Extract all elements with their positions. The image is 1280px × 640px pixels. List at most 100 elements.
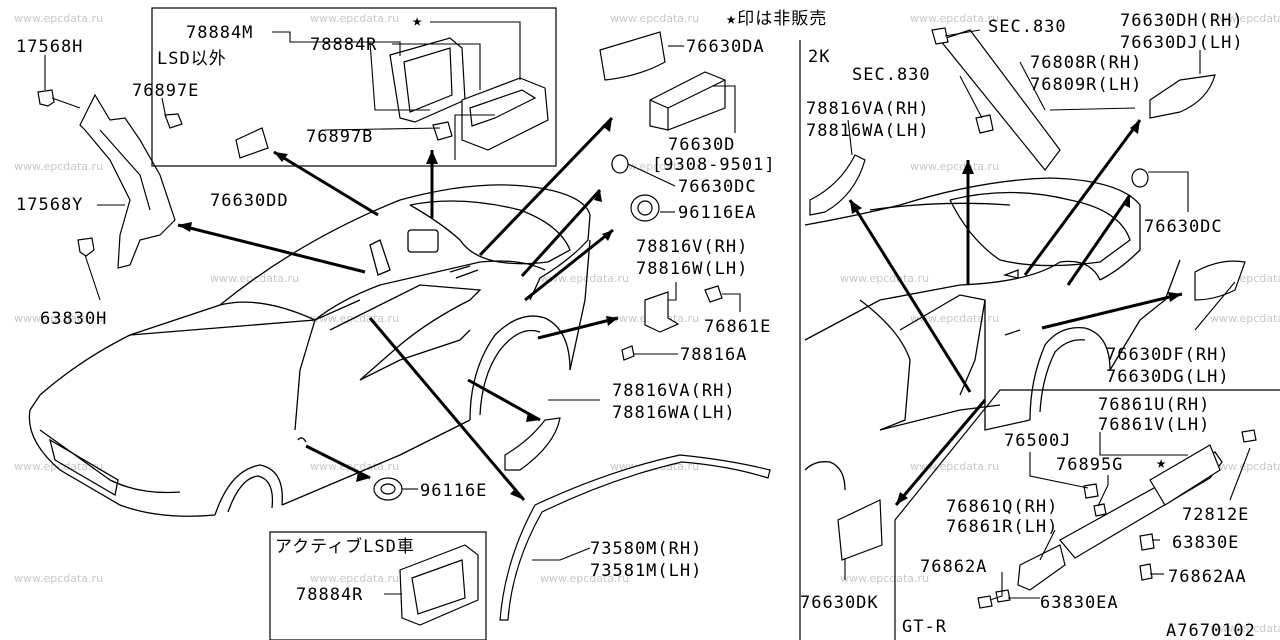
label-17568Y: 17568Y [16, 195, 83, 215]
not-for-sale-star: ★ [412, 11, 423, 31]
bracket-78816V [644, 291, 680, 333]
sill-76861Q [1017, 544, 1066, 591]
left-car-body [28, 184, 591, 517]
label-63830H: 63830H [40, 309, 107, 329]
grommet-96116E [373, 477, 403, 501]
bolt-SEC830-mid [975, 114, 994, 134]
svg-text:www.epcdata.ru: www.epcdata.ru [910, 312, 999, 325]
screw-76862A [977, 595, 993, 609]
pad-76630DD [235, 127, 269, 159]
label-sec830-mid: SEC.830 [852, 65, 931, 85]
not-for-sale-star-gtr: ★ [1156, 453, 1167, 473]
label-76862AA: 76862AA [1168, 567, 1247, 587]
svg-text:www.epcdata.ru: www.epcdata.ru [14, 312, 103, 325]
label-78816W: 78816W(LH) [636, 259, 748, 279]
label-76630DJ: 76630DJ(LH) [1120, 33, 1244, 53]
label-76500J: 76500J [1004, 431, 1071, 451]
right-arrows [848, 119, 1183, 506]
legend-note: ★印は非販売 [726, 9, 827, 29]
label-78816WA-right: 78816WA(LH) [806, 121, 930, 141]
svg-text:www.epcdata.ru: www.epcdata.ru [1210, 460, 1280, 473]
clip-63830E [1139, 533, 1155, 551]
label-76809R: 76809R(LH) [1030, 75, 1142, 95]
label-76630DK: 76630DK [800, 593, 879, 613]
svg-text:www.epcdata.ru: www.epcdata.ru [610, 12, 699, 25]
trim-78816VA-right [809, 154, 866, 216]
screw-78816A [621, 345, 635, 361]
svg-text:www.epcdata.ru: www.epcdata.ru [310, 460, 399, 473]
label-78884R: 78884R [310, 35, 377, 55]
right-car-body [804, 177, 1181, 491]
right-arrowheads [850, 120, 1182, 505]
label-76861U: 76861U(RH) [1098, 395, 1210, 415]
svg-text:www.epcdata.ru: www.epcdata.ru [910, 160, 999, 173]
svg-text:www.epcdata.ru: www.epcdata.ru [14, 572, 103, 585]
clip-63830H [77, 237, 95, 257]
svg-text:www.epcdata.ru: www.epcdata.ru [910, 12, 999, 25]
label-73580M: 73580M(RH) [590, 539, 702, 559]
label-76630D-date: [9308-9501] [652, 155, 776, 175]
active-lsd-box-title: アクティブLSD車 [275, 536, 415, 557]
screw-76862AA [1139, 563, 1153, 581]
label-78816WA-left: 78816WA(LH) [612, 403, 736, 423]
clip-76861E [704, 285, 723, 303]
pad-76630DH [1149, 74, 1216, 119]
svg-text:www.epcdata.ru: www.epcdata.ru [1210, 12, 1280, 25]
label-78884M: 78884M [186, 23, 253, 43]
label-73581M: 73581M(LH) [590, 561, 702, 581]
clip-17568H [37, 89, 55, 107]
svg-text:www.epcdata.ru: www.epcdata.ru [310, 12, 399, 25]
lsd-box [151, 7, 557, 167]
label-76630DA: 76630DA [686, 37, 765, 57]
strip-76808R [938, 29, 1061, 171]
svg-text:www.epcdata.ru: www.epcdata.ru [310, 572, 399, 585]
gtr-title: GT-R [902, 617, 947, 637]
plug-76630DC-left [611, 154, 629, 174]
svg-text:www.epcdata.ru: www.epcdata.ru [540, 272, 629, 285]
label-sec830-top: SEC.830 [988, 17, 1067, 37]
active-lsd-box [269, 531, 487, 640]
pad-76630DK [837, 499, 883, 561]
svg-text:www.epcdata.ru: www.epcdata.ru [840, 272, 929, 285]
lsd-box-title: LSD以外 [157, 49, 227, 69]
sill-76861U [1059, 444, 1223, 559]
label-76861Q: 76861Q(RH) [946, 497, 1058, 517]
cover-78884R [461, 77, 549, 151]
label-76861E: 76861E [704, 317, 771, 337]
label-78816VA-left: 78816VA(RH) [612, 381, 736, 401]
label-76630DG: 76630DG(LH) [1106, 367, 1230, 387]
label-17568H: 17568H [16, 37, 83, 57]
trim-78816VA-left [504, 417, 561, 471]
gtr-box [894, 389, 1280, 640]
label-96116EA: 96116EA [678, 203, 757, 223]
pad-76630DA [599, 31, 666, 81]
clip-72812E [1241, 429, 1257, 443]
clip-76500J [1083, 483, 1099, 499]
svg-text:www.epcdata.ru: www.epcdata.ru [840, 572, 929, 585]
diagram-code: A7670102 [1166, 621, 1256, 640]
cover-78884M [389, 37, 466, 123]
pad-76630DF [1194, 260, 1246, 301]
label-76630DD: 76630DD [210, 191, 289, 211]
label-76861R: 76861R(LH) [946, 517, 1058, 537]
label-63830E: 63830E [1172, 533, 1239, 553]
bracket-17568Y [79, 93, 176, 269]
right-leader-lines [844, 29, 1251, 601]
label-78816VA-right: 78816VA(RH) [806, 99, 930, 119]
bolt-SEC830-top [931, 27, 949, 45]
label-63830EA: 63830EA [1040, 593, 1119, 613]
plug-76630DC-right [1131, 168, 1149, 188]
cover-78884R-active [399, 544, 479, 626]
section-title-2k: 2K [808, 47, 830, 67]
label-76895G: 76895G [1056, 455, 1123, 475]
screw-76897B [432, 121, 453, 141]
label-78816A: 78816A [680, 345, 747, 365]
svg-text:www.epcdata.ru: www.epcdata.ru [1210, 622, 1280, 635]
svg-text:www.epcdata.ru: www.epcdata.ru [610, 160, 699, 173]
label-76862A: 76862A [920, 557, 987, 577]
grommet-96116EA [630, 194, 660, 222]
svg-text:www.epcdata.ru: www.epcdata.ru [14, 12, 103, 25]
label-76897E: 76897E [132, 81, 199, 101]
label-76861V: 76861V(LH) [1098, 415, 1210, 435]
